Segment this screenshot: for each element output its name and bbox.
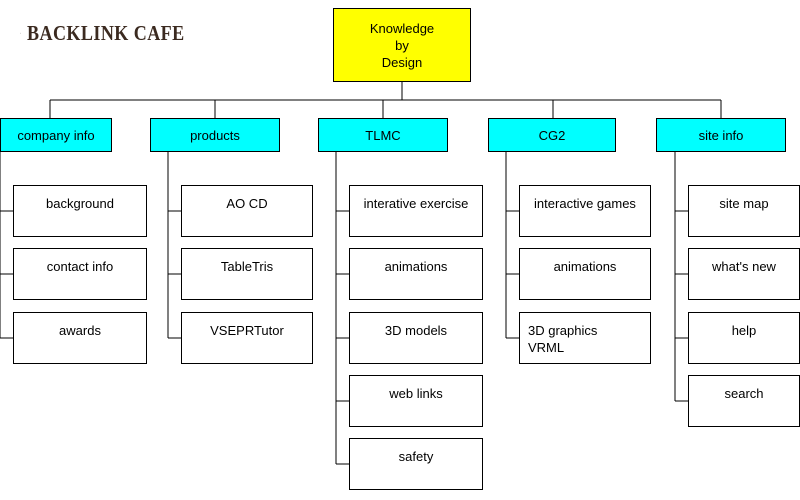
category-node: products xyxy=(150,118,280,152)
leaf-node: interative exercise xyxy=(349,185,483,237)
leaf-node: AO CD xyxy=(181,185,313,237)
category-node: company info xyxy=(0,118,112,152)
leaf-node: animations xyxy=(349,248,483,300)
category-node: CG2 xyxy=(488,118,616,152)
root-line: Knowledge xyxy=(369,20,435,36)
leaf-node: awards xyxy=(13,312,147,364)
leaf-node: 3D models xyxy=(349,312,483,364)
leaf-node: web links xyxy=(349,375,483,427)
leaf-node: safety xyxy=(349,438,483,490)
leaf-node: background xyxy=(13,185,147,237)
leaf-node: contact info xyxy=(13,248,147,300)
leaf-node: what's new xyxy=(688,248,800,300)
leaf-node: animations xyxy=(519,248,651,300)
category-node: TLMC xyxy=(318,118,448,152)
logo-text: BACKLINK CAFE xyxy=(26,20,185,45)
root-line: Design xyxy=(381,54,423,70)
leaf-node: VSEPRTutor xyxy=(181,312,313,364)
coffee-cup-icon xyxy=(20,32,21,34)
leaf-node: search xyxy=(688,375,800,427)
logo: BACKLINK CAFE xyxy=(20,8,210,58)
leaf-node: interactive games xyxy=(519,185,651,237)
root-line: by xyxy=(395,37,409,53)
leaf-node: TableTris xyxy=(181,248,313,300)
root-node: Knowledge by Design xyxy=(333,8,471,82)
leaf-node: site map xyxy=(688,185,800,237)
category-node: site info xyxy=(656,118,786,152)
leaf-node: help xyxy=(688,312,800,364)
